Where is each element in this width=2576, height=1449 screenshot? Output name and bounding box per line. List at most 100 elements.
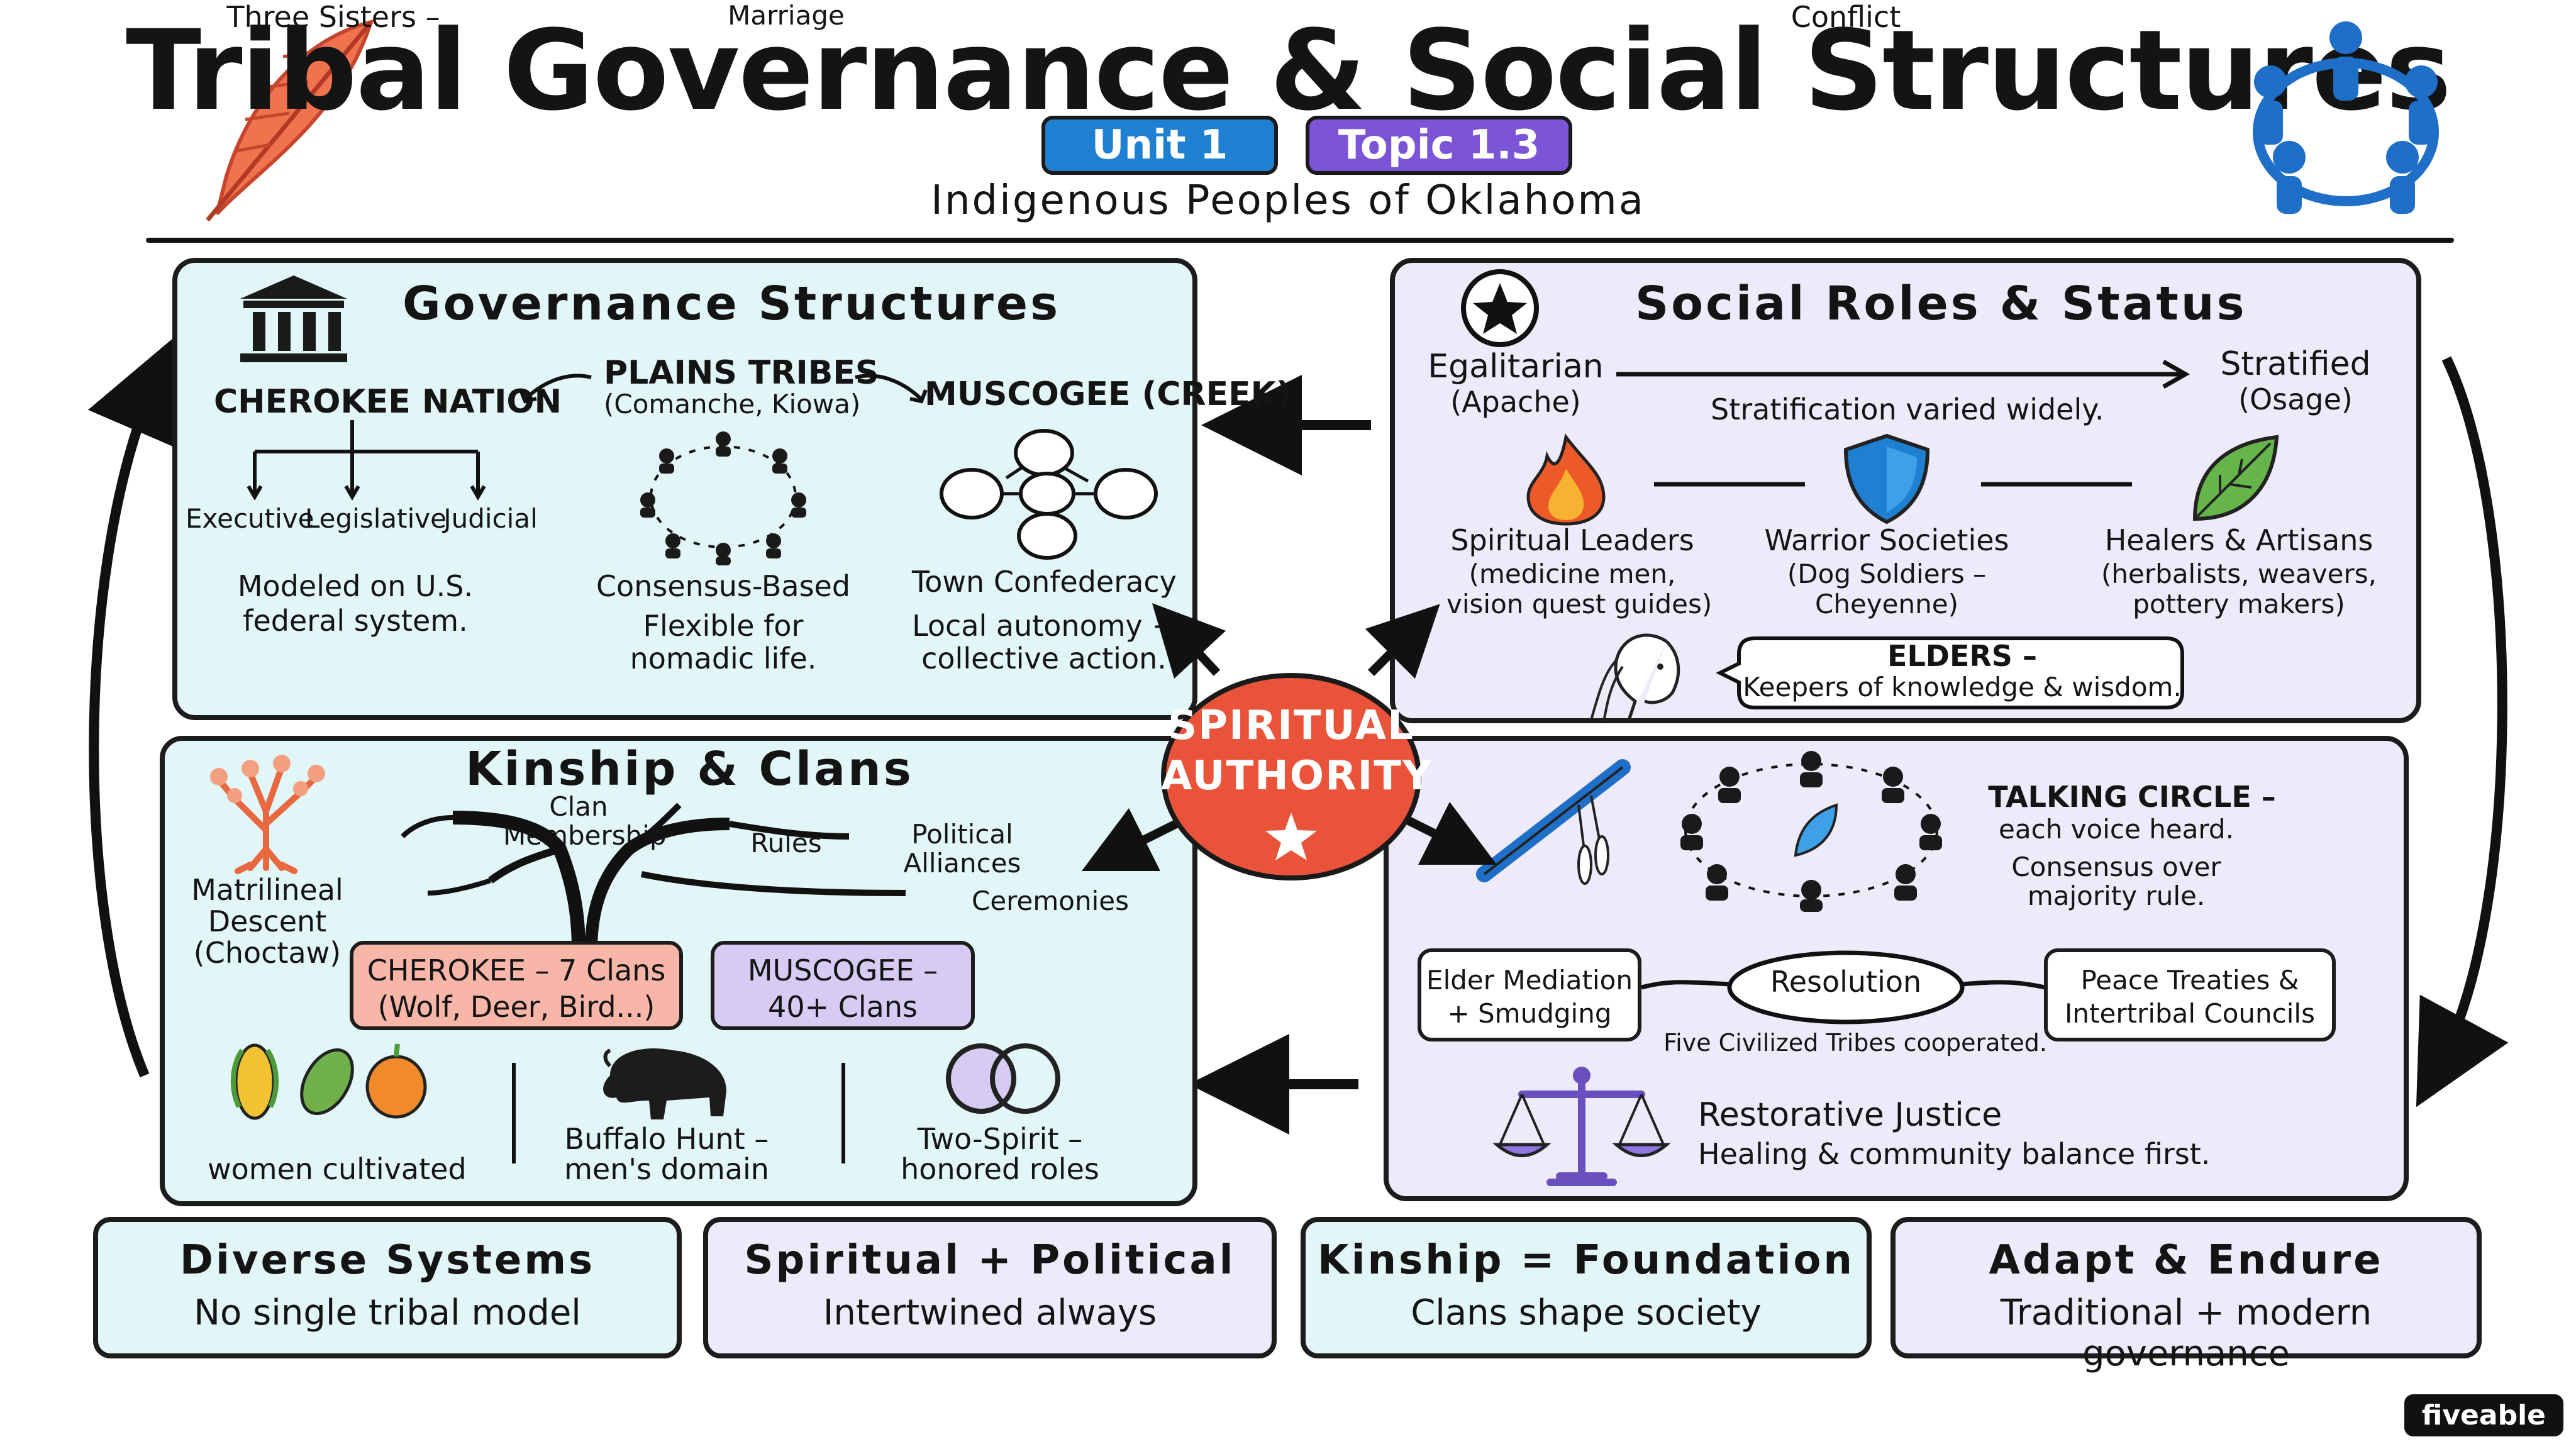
- plains-desc-2: nomadic life.: [630, 641, 817, 675]
- elder-portrait-icon: [1590, 633, 1680, 723]
- cherokee-clans-2: (Wolf, Deer, Bird...): [377, 990, 655, 1024]
- restorative-justice-title: Restorative Justice: [1698, 1096, 2002, 1134]
- elders-speech-bubble: [1716, 636, 2184, 709]
- conflict-resolution-2: Resolution: [1770, 965, 1922, 999]
- card-spiritual-political-heading: Spiritual + Political: [744, 1237, 1236, 1284]
- branch-executive: Executive: [186, 503, 314, 534]
- spectrum-arrow: [1616, 359, 2190, 389]
- topic-badge: Topic 1.3: [1306, 116, 1572, 175]
- card-spiritual-political-text: Intertwined always: [823, 1292, 1157, 1333]
- stratified-label: Stratified: [2220, 345, 2371, 383]
- egalitarian-sub: (Apache): [1450, 385, 1581, 419]
- cherokee-desc-1: Modeled on U.S.: [237, 569, 474, 603]
- peace-treaties-2: Intertribal Councils: [2065, 998, 2315, 1029]
- elders-text: Keepers of knowledge & wisdom.: [1743, 672, 2182, 702]
- peace-pipe-icon: [1476, 759, 1631, 885]
- muscogee-clans-box: MUSCOGEE – 40+ Clans: [711, 941, 975, 1030]
- header-divider: [146, 238, 2454, 243]
- talking-circle-1: TALKING CIRCLE –: [1988, 780, 2276, 814]
- muscogee-clans-1: MUSCOGEE –: [747, 953, 938, 987]
- spiritual-leaders-d2: vision quest guides): [1446, 589, 1713, 619]
- clan-membership-1: Clan: [549, 791, 608, 822]
- healers-artisans-d2: pottery makers): [2133, 589, 2345, 619]
- card-diverse-systems-text: No single tribal model: [194, 1292, 581, 1333]
- three-sisters-1: Three Sisters –: [226, 0, 440, 34]
- warrior-societies-label: Warrior Societies: [1764, 523, 2009, 557]
- kinship-title: Kinship & Clans: [465, 742, 914, 796]
- warrior-societies-d1: (Dog Soldiers –: [1787, 558, 1987, 589]
- matrilineal-label-3: (Choctaw): [193, 936, 341, 970]
- people-circle-icon: [2253, 21, 2439, 214]
- town-confederacy-label: Town Confederacy: [912, 565, 1177, 599]
- curved-arrow-left: [519, 374, 592, 404]
- page-subtitle: Indigenous Peoples of Oklahoma: [931, 177, 1645, 224]
- muscogee-clans-2: 40+ Clans: [768, 990, 918, 1024]
- star-icon: [1265, 813, 1317, 860]
- cherokee-clans-1: CHEROKEE – 7 Clans: [367, 953, 666, 987]
- political-alliances-1: Political: [911, 819, 1013, 850]
- consensus-based-label: Consensus-Based: [596, 569, 851, 603]
- three-sisters-2: women cultivated: [208, 1152, 467, 1186]
- clan-membership-2: Membership: [503, 820, 667, 851]
- consensus-1: Consensus over: [2011, 852, 2221, 882]
- two-spirit-1: Two-Spirit –: [917, 1122, 1083, 1156]
- consensus-circle-icon: [640, 431, 806, 565]
- matrilineal-label-1: Matrilineal: [191, 873, 343, 907]
- elder-mediation-2: + Smudging: [1447, 998, 1612, 1029]
- curved-arrow-right: [855, 374, 928, 404]
- scales-icon: [1492, 1067, 1671, 1186]
- unit-badge: Unit 1: [1041, 116, 1278, 175]
- governance-title: Governance Structures: [402, 277, 1061, 331]
- cherokee-desc-2: federal system.: [243, 604, 468, 638]
- divider-1: [512, 1063, 516, 1163]
- feather-icon: [206, 19, 374, 222]
- buffalo-icon: [603, 1048, 726, 1119]
- card-kinship-foundation: Kinship = Foundation Clans shape society: [1301, 1217, 1872, 1358]
- card-adapt-endure-text: Traditional + modern governance: [2000, 1292, 2372, 1374]
- fiveable-logo: fiveable: [2404, 1394, 2563, 1436]
- spiritual-leaders-label: Spiritual Leaders: [1450, 523, 1694, 557]
- warrior-societies-d2: Cheyenne): [1815, 589, 1958, 619]
- restorative-justice-text: Healing & community balance first.: [1698, 1137, 2211, 1171]
- plains-desc-1: Flexible for: [643, 609, 804, 643]
- healers-artisans-label: Healers & Artisans: [2104, 523, 2373, 557]
- card-spiritual-political: Spiritual + Political Intertwined always: [703, 1217, 1277, 1358]
- muscogee-desc-2: collective action.: [921, 641, 1167, 675]
- plains-tribes-label: PLAINS TRIBES: [604, 354, 879, 392]
- elder-mediation-1: Elder Mediation: [1426, 965, 1633, 996]
- peace-treaties-box: Peace Treaties & Intertribal Councils: [2044, 948, 2336, 1041]
- role-connector-2: [1981, 482, 2132, 487]
- card-kinship-foundation-heading: Kinship = Foundation: [1318, 1237, 1855, 1284]
- branch-judicial: Judicial: [443, 503, 538, 534]
- talking-circle-2: each voice heard.: [1999, 814, 2234, 845]
- town-confederacy-icon: [940, 429, 1158, 560]
- political-alliances-2: Alliances: [903, 848, 1021, 879]
- three-sisters-icon: [230, 1043, 427, 1120]
- cherokee-clans-box: CHEROKEE – 7 Clans (Wolf, Deer, Bird...): [350, 941, 683, 1030]
- spiritual-authority-line-1: SPIRITUAL: [1168, 702, 1414, 749]
- healers-artisans-d1: (herbalists, weavers,: [2101, 558, 2377, 589]
- card-diverse-systems-heading: Diverse Systems: [179, 1237, 596, 1284]
- branch-tree: [247, 420, 486, 501]
- talking-circle-icon: [1680, 751, 1942, 912]
- conflict-resolution-1: Conflict: [1790, 0, 1901, 34]
- resolution-connectors: [1641, 950, 2051, 1024]
- fire-icon: [1526, 433, 1606, 526]
- shield-icon: [1843, 433, 1930, 525]
- plains-tribes-sub: (Comanche, Kiowa): [604, 389, 861, 419]
- elder-mediation-box: Elder Mediation + Smudging: [1418, 948, 1641, 1041]
- role-connector-1: [1654, 482, 1805, 487]
- muscogee-desc-1: Local autonomy +: [912, 609, 1176, 643]
- spiritual-authority-line-2: AUTHORITY: [1161, 753, 1433, 799]
- card-adapt-endure-heading: Adapt & Endure: [1989, 1237, 2384, 1284]
- marriage-rules-1: Marriage: [728, 0, 845, 31]
- tree-icon: [210, 755, 325, 874]
- stratification-note: Stratification varied widely.: [1711, 392, 2104, 426]
- spiritual-leaders-d1: (medicine men,: [1468, 558, 1676, 589]
- two-spirit-icon: [946, 1043, 1060, 1114]
- divider-2: [841, 1063, 845, 1163]
- building-icon: [240, 275, 347, 362]
- consensus-2: majority rule.: [2027, 880, 2206, 911]
- star-badge-icon: [1461, 269, 1539, 347]
